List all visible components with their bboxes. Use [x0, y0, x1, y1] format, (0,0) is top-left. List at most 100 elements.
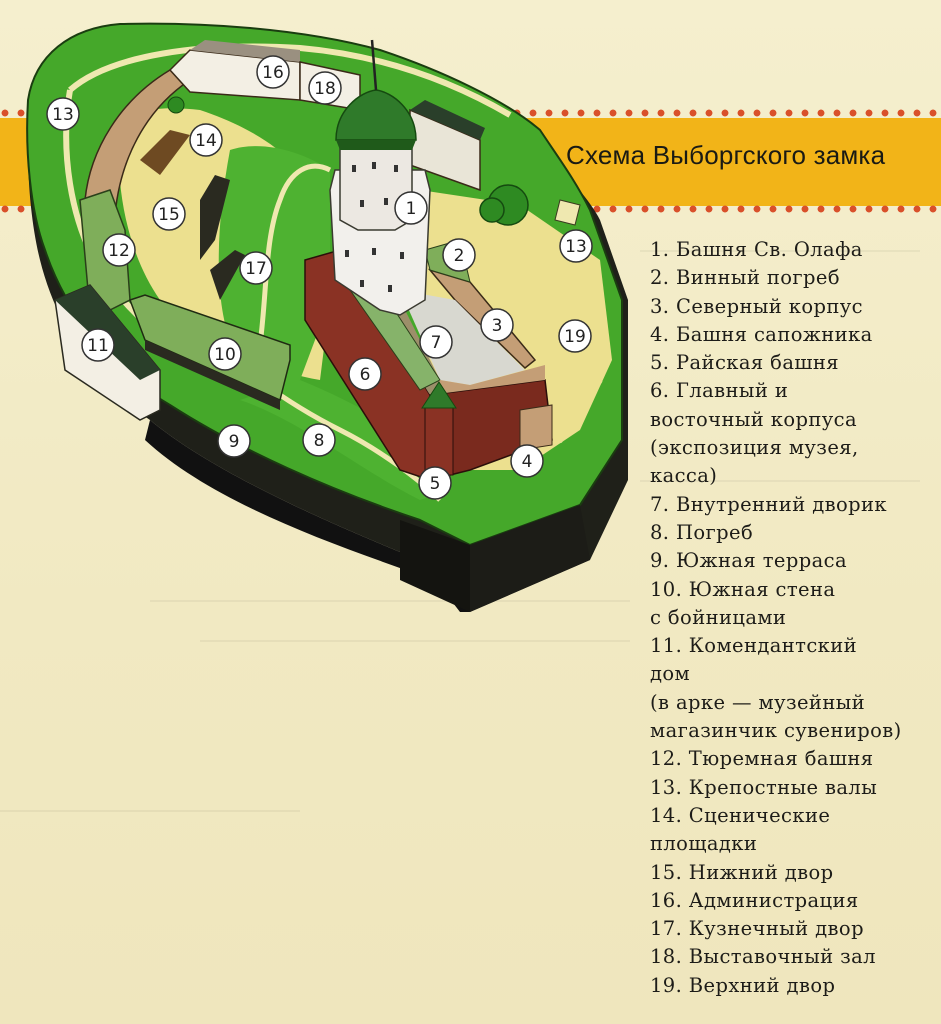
map-marker-number: 14	[195, 131, 217, 151]
map-marker: 5	[418, 466, 452, 500]
legend-item: (экспозиция музея,	[650, 436, 859, 460]
map-marker: 19	[558, 319, 592, 353]
legend-item: 13. Крепостные валы	[650, 775, 878, 799]
map-marker-circle	[256, 55, 290, 89]
olaf-tower-dome-base	[336, 140, 416, 150]
map-marker-number: 7	[431, 333, 442, 353]
legend-item: 5. Райская башня	[650, 351, 839, 375]
legend-item: 11. Комендантский	[650, 634, 858, 658]
legend-item: касса)	[650, 464, 718, 488]
map-marker-circle	[394, 191, 428, 225]
ghost-text	[640, 480, 920, 482]
legend-item: 9. Южная терраса	[650, 549, 848, 573]
inner-lawn	[218, 146, 330, 388]
map-marker: 8	[302, 423, 336, 457]
map-marker-circle	[308, 71, 342, 105]
stage-terrace	[210, 250, 245, 300]
map-marker-circle	[302, 423, 336, 457]
legend-item: площадки	[650, 832, 758, 856]
legend-item: дом	[650, 662, 691, 686]
paradise-tower	[424, 404, 454, 476]
map-marker: 18	[308, 71, 342, 105]
legend-item: 16. Администрация	[650, 888, 859, 912]
rampart-stairs	[554, 199, 581, 226]
map-marker-circle	[559, 229, 593, 263]
map-marker-circle	[102, 233, 136, 267]
olaf-tower-dome	[335, 89, 417, 141]
map-title: Схема Выборгского замка	[566, 140, 886, 170]
tower-windows	[345, 162, 404, 292]
map-marker-number: 5	[430, 474, 441, 494]
map-marker: 15	[152, 197, 186, 231]
paradise-tower-roof	[421, 381, 457, 409]
map-marker: 7	[419, 325, 453, 359]
map-marker: 11	[81, 328, 115, 362]
map-marker-circle	[480, 308, 514, 342]
map-marker: 1	[394, 191, 428, 225]
map-marker-circle	[46, 97, 80, 131]
map-marker-circle	[419, 325, 453, 359]
map-marker: 2	[442, 238, 476, 272]
map-marker-circle	[217, 424, 251, 458]
south-lawn	[240, 380, 450, 500]
map-marker: 16	[256, 55, 290, 89]
tree	[167, 96, 185, 114]
ghost-text	[200, 640, 630, 642]
ghost-text	[640, 250, 920, 252]
legend-item: 19. Верхний двор	[650, 973, 836, 997]
map-marker-circle	[189, 123, 223, 157]
map-marker-circle	[239, 251, 273, 285]
map-marker-number: 8	[314, 431, 325, 451]
olaf-tower-spire	[370, 39, 378, 91]
map-marker-number: 11	[87, 336, 109, 356]
map-marker-number: 3	[492, 316, 503, 336]
cliff-face	[145, 420, 470, 612]
map-marker-number: 18	[314, 79, 336, 99]
map-marker-circle	[442, 238, 476, 272]
rampart-path-north	[68, 43, 512, 118]
map-marker-circle	[418, 466, 452, 500]
map-marker: 9	[217, 424, 251, 458]
map-marker-number: 9	[229, 432, 240, 452]
map-marker-number: 2	[454, 246, 465, 266]
map-marker-number: 16	[262, 63, 284, 83]
map-marker-number: 15	[158, 205, 180, 225]
cliff-block	[400, 520, 470, 612]
map-marker-number: 10	[214, 345, 236, 365]
map-marker-circle	[348, 357, 382, 391]
map-marker-circle	[152, 197, 186, 231]
cliff-block	[470, 505, 590, 612]
map-marker-number: 13	[565, 237, 587, 257]
map-marker-circle	[208, 337, 242, 371]
inner-courtyard	[400, 290, 525, 385]
legend-item: магазинчик сувениров)	[650, 719, 902, 743]
stage-terrace	[200, 175, 230, 260]
map-marker: 13	[559, 229, 593, 263]
map-marker-circle	[81, 328, 115, 362]
map-marker-number: 17	[245, 259, 267, 279]
legend: 1. Башня Св. Олафа 2. Винный погреб 3. С…	[650, 236, 902, 1000]
map-marker-number: 6	[360, 365, 371, 385]
legend-item: 7. Внутренний дворик	[650, 492, 887, 516]
legend-item: 18. Выставочный зал	[650, 945, 876, 969]
map-marker: 3	[480, 308, 514, 342]
map-marker: 6	[348, 357, 382, 391]
legend-item: 15. Нижний двор	[650, 860, 834, 884]
legend-item: 1. Башня Св. Олафа	[650, 238, 863, 261]
ghost-text	[150, 600, 630, 602]
legend-item: (в арке — музейный	[650, 690, 866, 714]
map-marker: 4	[510, 444, 544, 478]
map-marker: 12	[102, 233, 136, 267]
map-marker-circle	[510, 444, 544, 478]
map-marker-number: 19	[564, 327, 586, 347]
shoemaker-tower	[519, 404, 553, 451]
legend-item: 6. Главный и	[650, 379, 789, 403]
legend-item: с бойницами	[650, 605, 787, 629]
legend-item: 12. Тюремная башня	[650, 747, 874, 771]
map-marker-number: 4	[522, 452, 533, 472]
ghost-text	[0, 810, 300, 812]
tree	[479, 197, 505, 223]
east-building-roof	[410, 100, 485, 140]
